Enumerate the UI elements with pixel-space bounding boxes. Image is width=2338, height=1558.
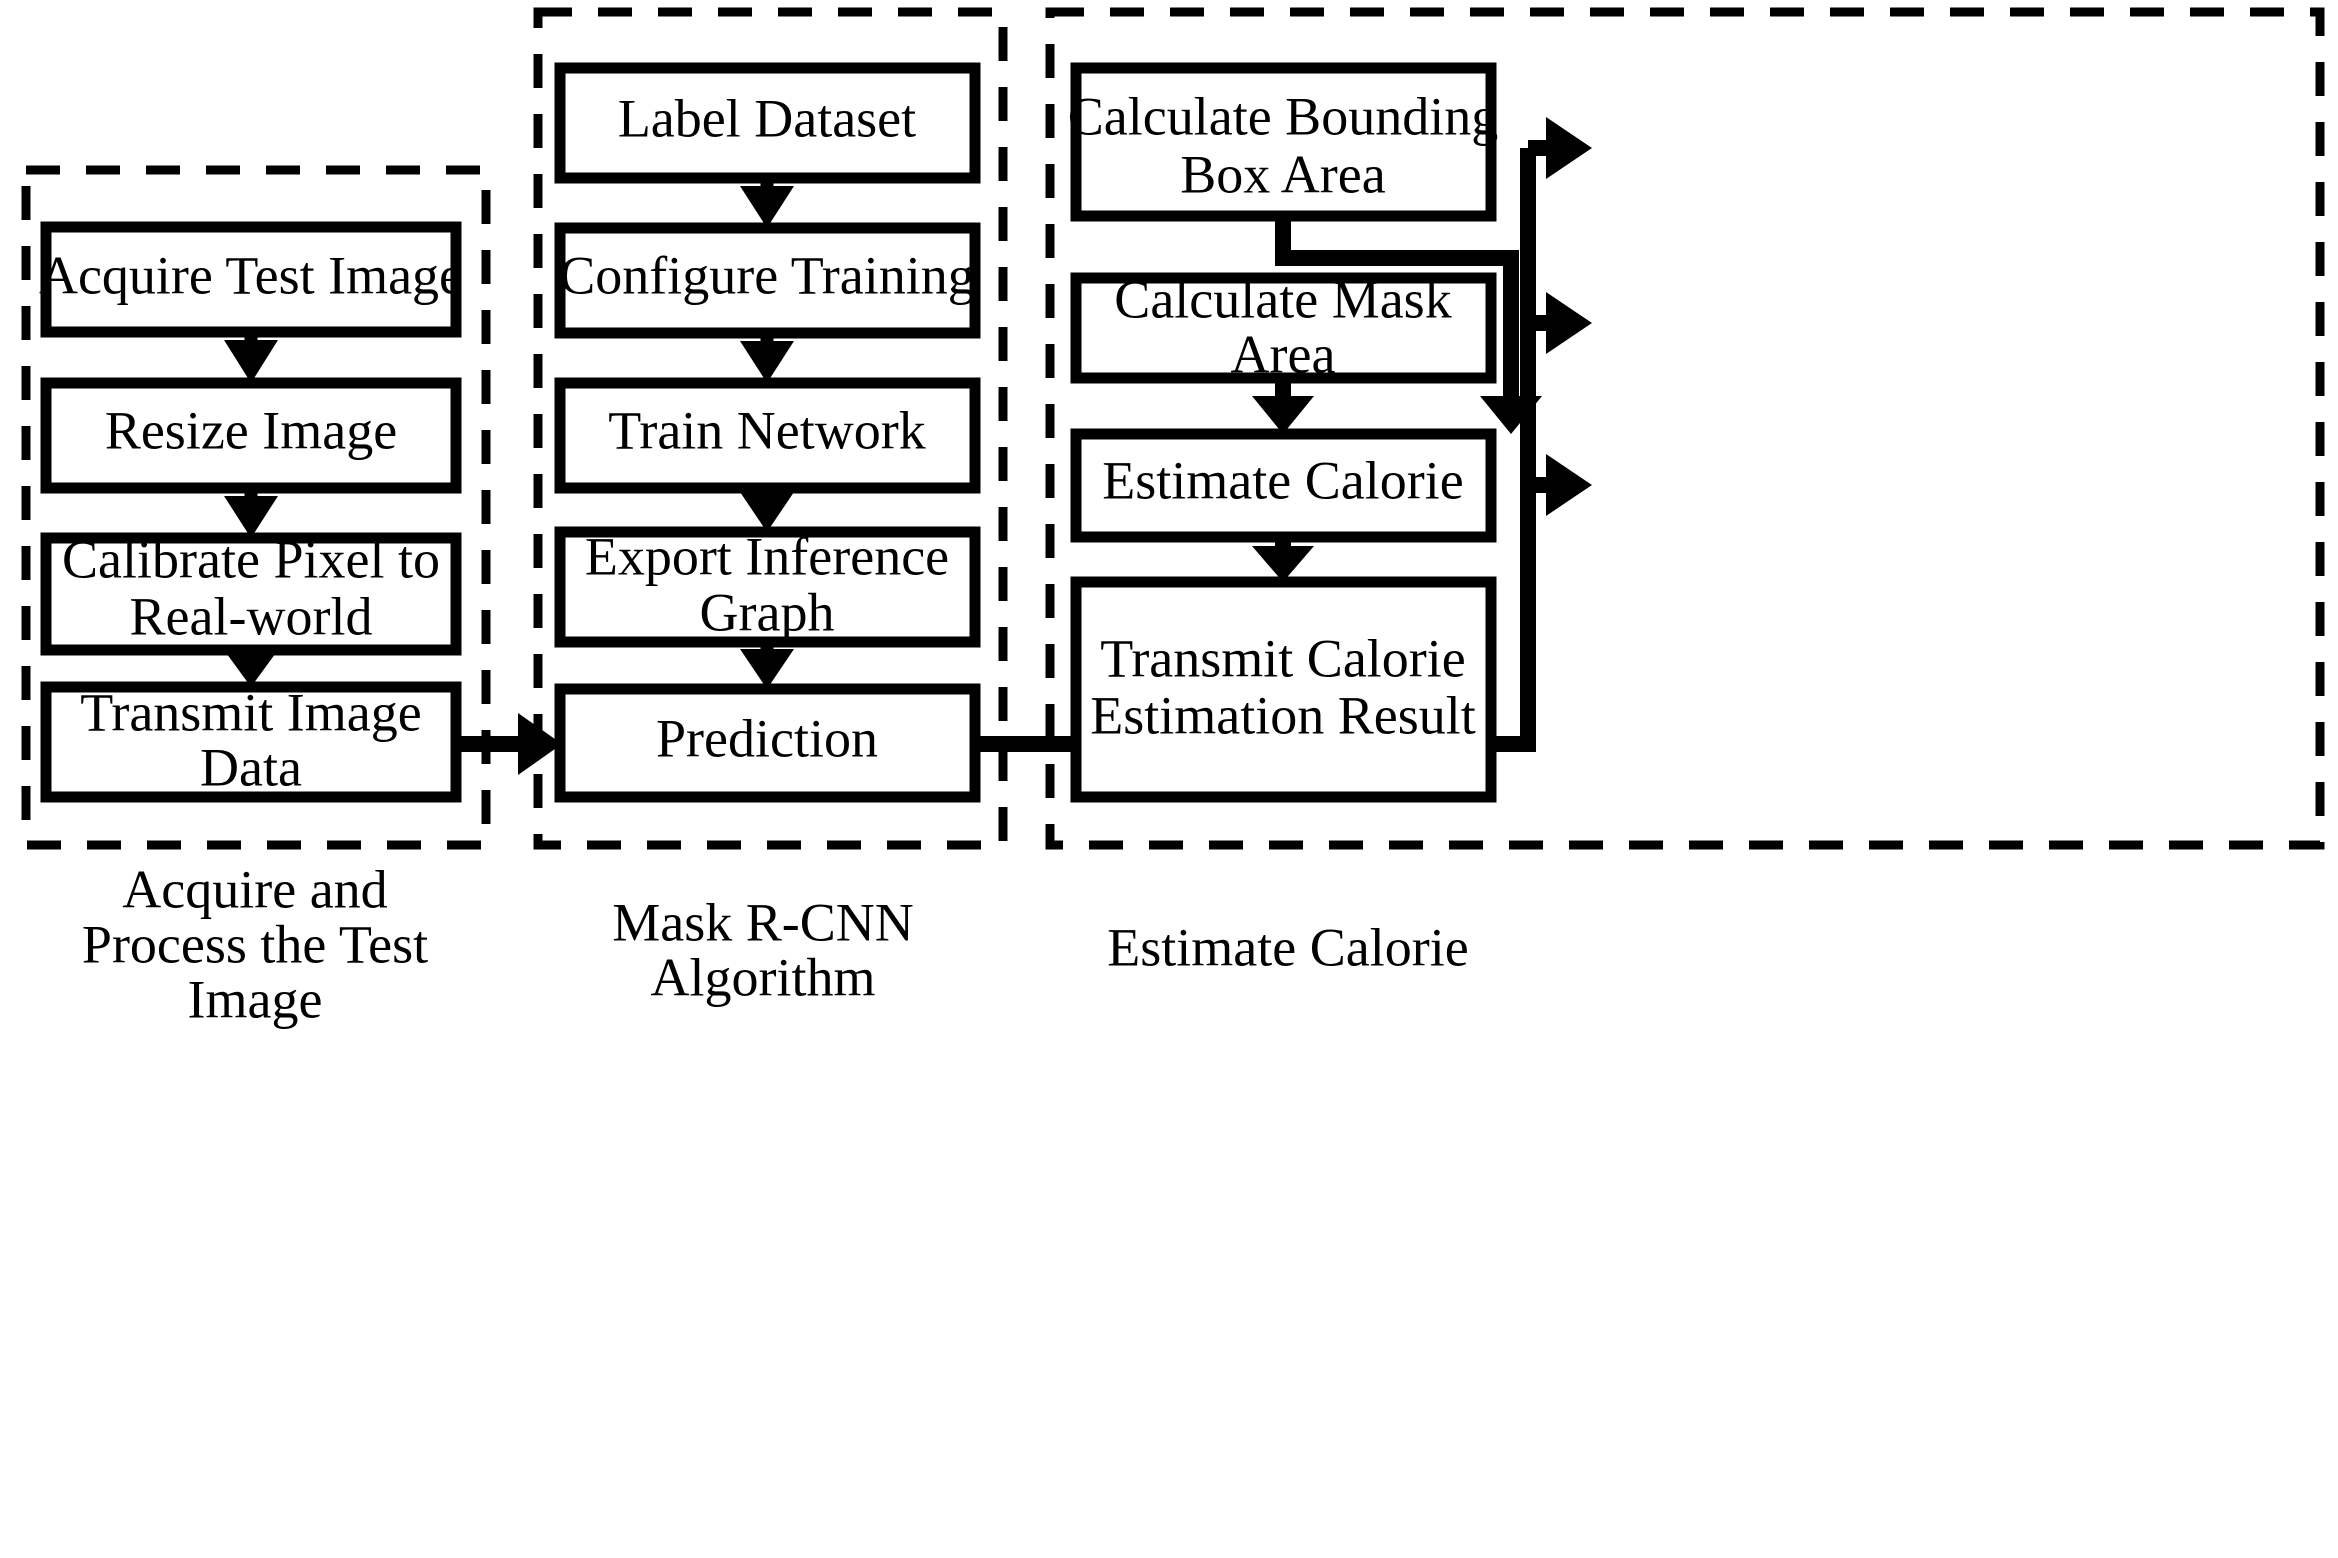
group-caption-acquire-line3: Image — [188, 969, 323, 1029]
arrowhead-label-to-configure — [740, 186, 794, 228]
box-label-calculate-mask-area-line1: Calculate Mask — [1114, 269, 1451, 329]
box-label-transmit-image-data-line2: Data — [200, 737, 302, 797]
box-label-calculate-bounding-box-area-line1: Calculate Bounding — [1068, 86, 1498, 146]
arrowhead-branch-estimate-calorie — [1546, 454, 1592, 516]
arrowhead-mask-area-to-estimate-calorie — [1252, 396, 1314, 434]
group-caption-maskrcnn-line1: Mask R-CNN — [612, 892, 914, 952]
arrowhead-bounding-box-to-estimate-calorie — [1480, 396, 1542, 434]
box-label-calculate-bounding-box-area-line2: Box Area — [1180, 144, 1385, 204]
box-label-configure-training: Configure Training — [559, 245, 975, 305]
connector-bounding-box-to-estimate-calorie — [1275, 216, 1519, 404]
box-calibrate-pixel[interactable] — [40, 532, 462, 656]
box-label-resize-image: Resize Image — [105, 400, 397, 460]
arrowhead-train-to-export — [740, 492, 794, 532]
arrowhead-branch-mask-area — [1546, 292, 1592, 354]
arrowhead-branch-bounding-box — [1546, 117, 1592, 179]
box-label-train-network: Train Network — [608, 400, 926, 460]
box-label-export-inference-graph-line1: Export Inference — [585, 526, 949, 586]
group-caption-maskrcnn-line2: Algorithm — [651, 947, 876, 1007]
box-label-calibrate-pixel-line2: Real-world — [130, 586, 373, 646]
arrowhead-transmit-to-prediction — [518, 713, 562, 775]
group-caption-acquire-line2: Process the Test — [82, 914, 428, 974]
box-transmit-image-data[interactable] — [40, 681, 462, 803]
arrowhead-acquire-to-resize — [224, 340, 278, 383]
box-label-prediction: Prediction — [656, 708, 878, 768]
arrowhead-resize-to-calibrate — [224, 496, 278, 538]
box-label-export-inference-graph-line2: Graph — [700, 582, 835, 642]
box-transmit-calorie-result[interactable] — [1070, 576, 1497, 803]
box-estimate-calorie[interactable] — [1070, 428, 1497, 543]
arrowhead-estimate-to-transmit-result — [1252, 546, 1314, 582]
box-label-dataset[interactable] — [554, 62, 981, 184]
box-label-calculate-mask-area-line2: Area — [1231, 324, 1336, 384]
group-caption-calorie-line1: Estimate Calorie — [1107, 917, 1468, 977]
box-label-acquire-test-image: Acquire Test Image — [39, 245, 463, 305]
box-label-calibrate-pixel-line1: Calibrate Pixel to — [62, 529, 440, 589]
arrowhead-configure-to-train — [740, 341, 794, 383]
group-boundary-maskrcnn — [533, 7, 1008, 850]
box-label-transmit-calorie-result-line2: Estimation Result — [1090, 685, 1476, 745]
arrowhead-calibrate-to-transmit — [224, 650, 278, 687]
group-boundary-calorie — [1045, 7, 2325, 850]
box-label-transmit-calorie-result-line1: Transmit Calorie — [1100, 628, 1466, 688]
box-configure-training[interactable] — [554, 222, 981, 339]
arrowhead-export-to-prediction — [740, 649, 794, 689]
box-label-estimate-calorie: Estimate Calorie — [1102, 450, 1463, 510]
box-label-transmit-image-data-line1: Transmit Image — [80, 682, 421, 742]
group-caption-acquire-line1: Acquire and — [122, 859, 387, 919]
box-export-inference-graph[interactable] — [554, 526, 981, 648]
box-label-label-dataset: Label Dataset — [618, 88, 916, 148]
group-boundary-acquire — [21, 165, 491, 850]
